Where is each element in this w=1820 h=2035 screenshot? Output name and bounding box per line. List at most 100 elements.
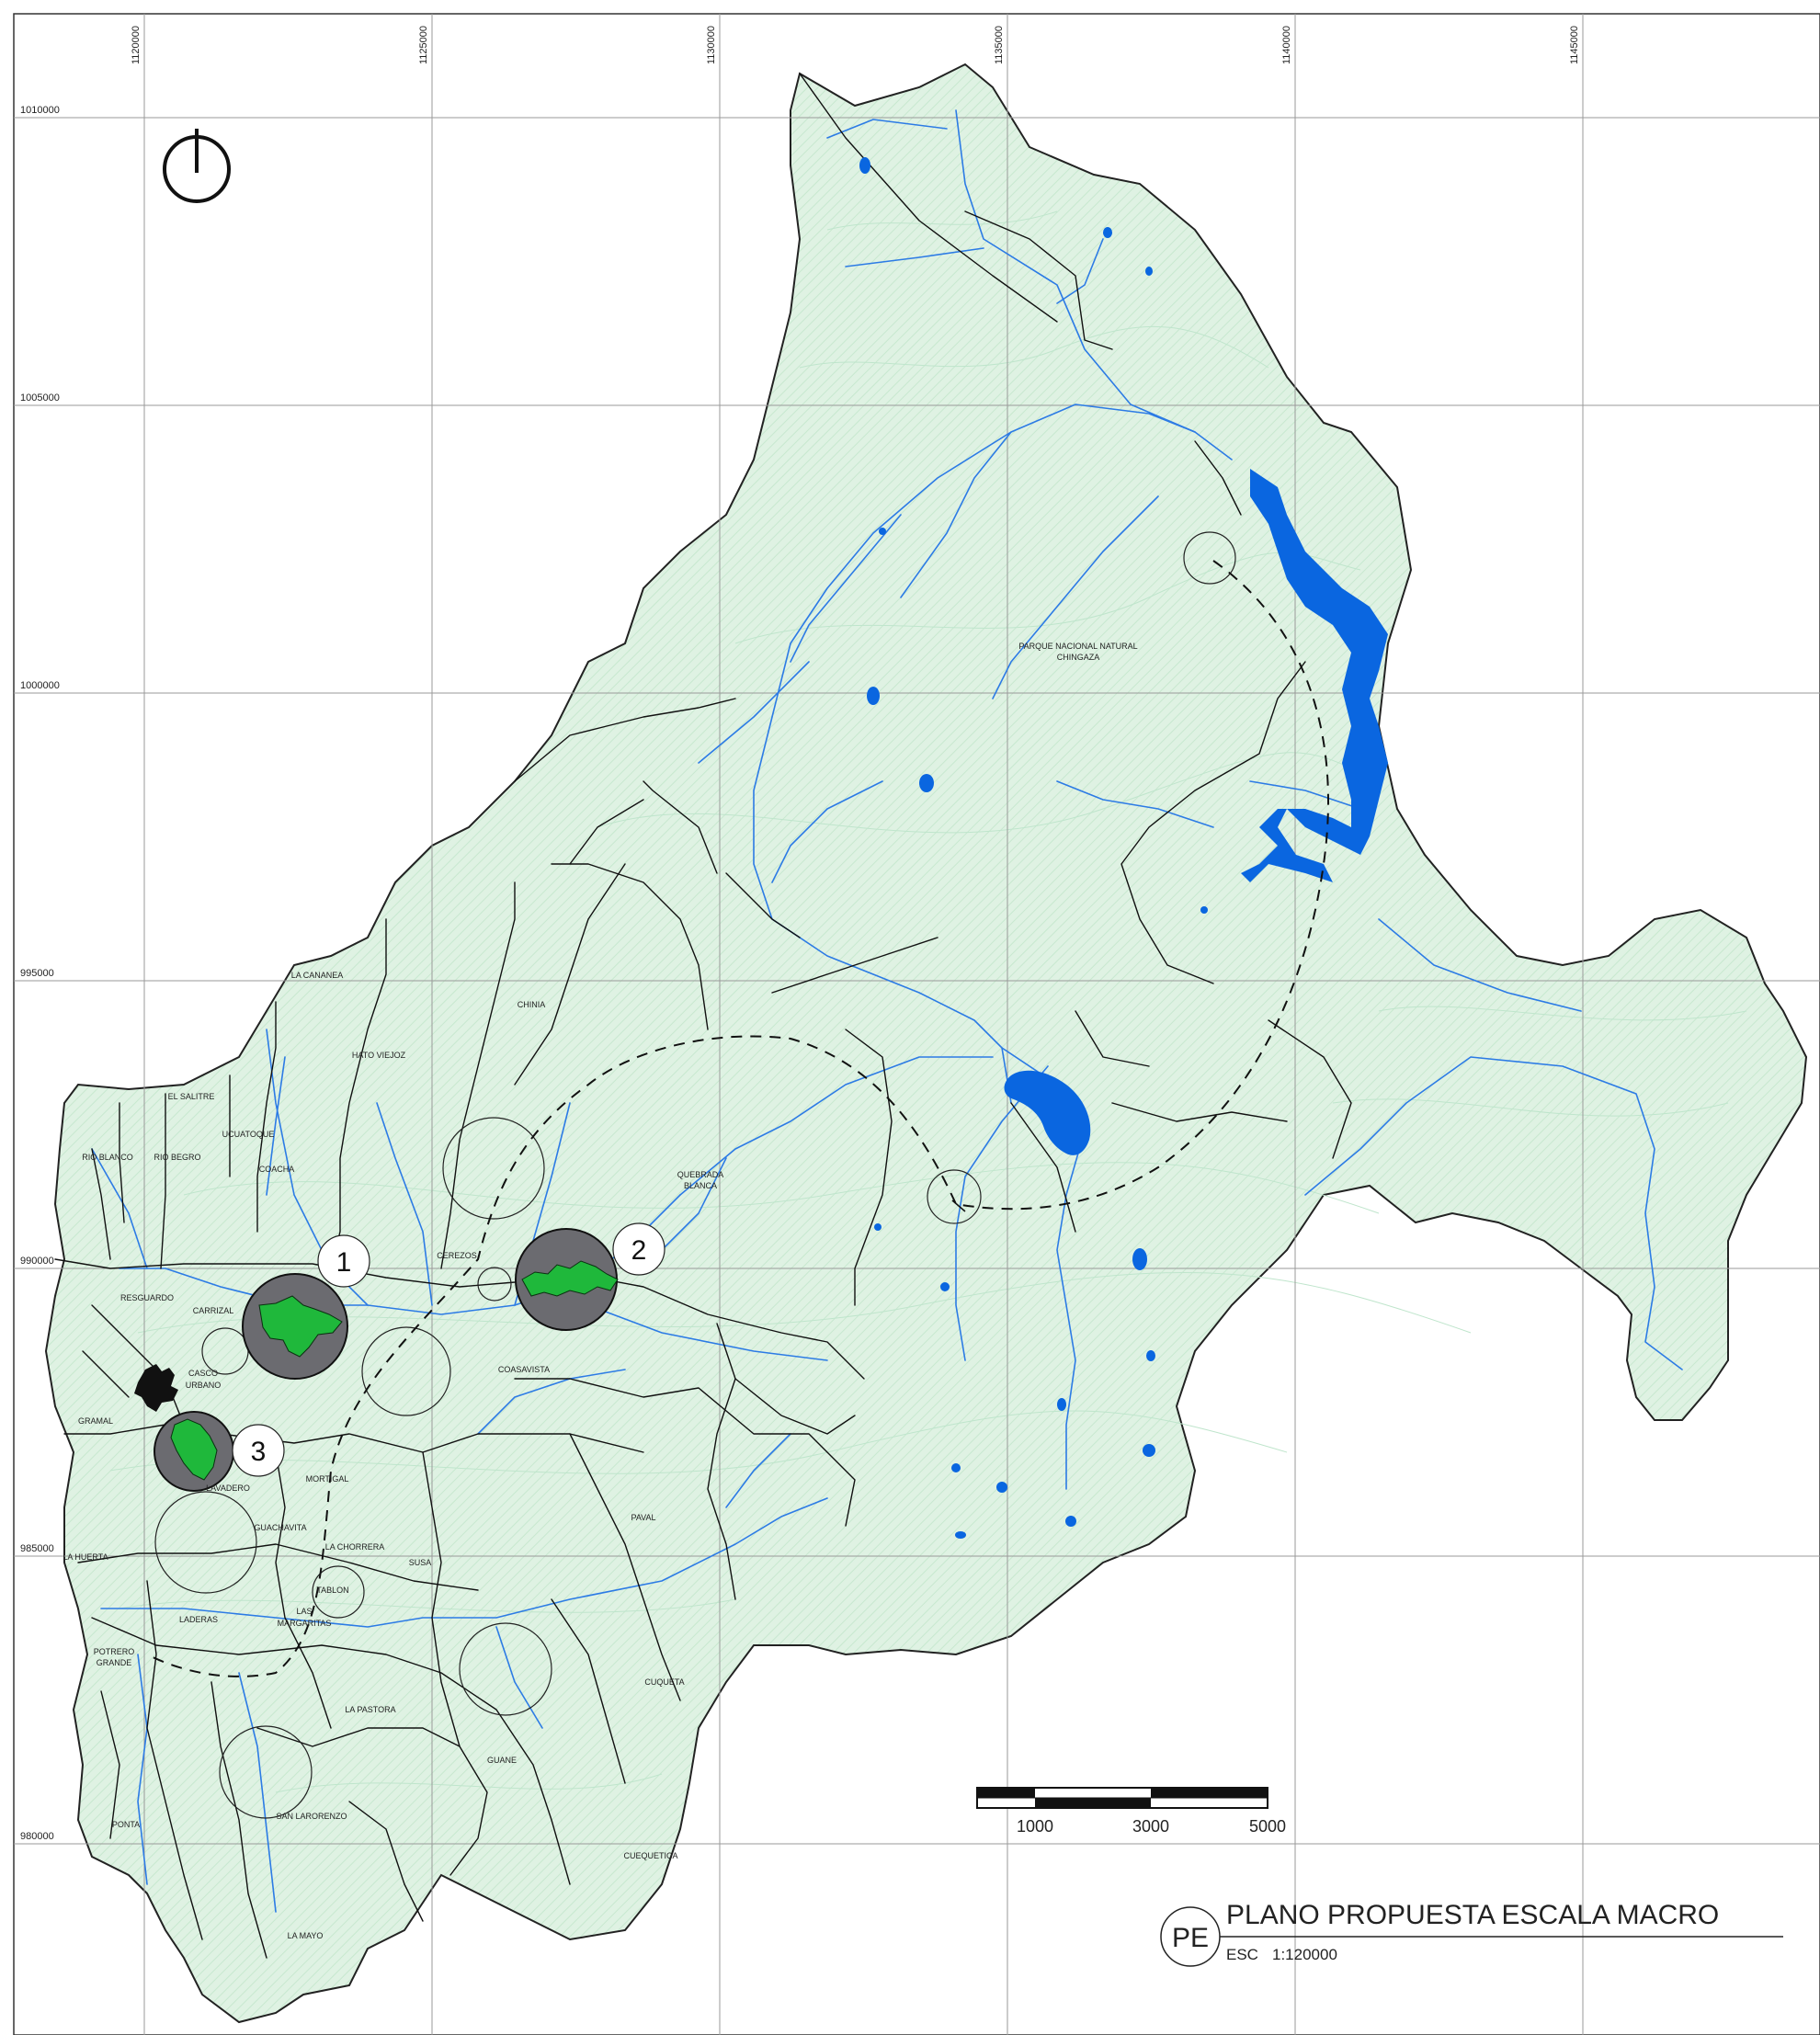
pond <box>879 528 886 535</box>
y-coord-1010000: 1010000 <box>20 105 60 116</box>
title-badge: PE <box>1172 1923 1209 1953</box>
place-parque: PARQUE NACIONAL NATURAL <box>1018 642 1137 651</box>
pond <box>859 157 870 174</box>
place-guachavita: GUACHAVITA <box>254 1523 306 1532</box>
pond <box>1146 1350 1155 1361</box>
place-grande: GRANDE <box>97 1658 132 1667</box>
place-coacha: COACHA <box>259 1165 295 1174</box>
y-coord-980000: 980000 <box>20 1831 54 1842</box>
casco-urbano-block <box>134 1364 178 1412</box>
place-las: LAS <box>296 1607 312 1616</box>
place-resguardo: RESGUARDO <box>120 1293 174 1302</box>
place-casco: CASCO <box>188 1369 218 1378</box>
pond <box>1065 1516 1076 1527</box>
pond <box>996 1482 1007 1493</box>
place-ucuatoque: UCUATOQUE <box>222 1130 275 1139</box>
dashed-leader <box>951 1199 966 1212</box>
site-3[interactable]: 3 <box>154 1411 285 1492</box>
scale-label-3000: 3000 <box>1132 1817 1169 1836</box>
pond <box>1143 1444 1155 1457</box>
coordinate-grid <box>14 14 1820 2035</box>
place-gramal: GRAMAL <box>78 1416 113 1426</box>
place-la-cananea: LA CANANEA <box>291 971 344 980</box>
place-cuqueta: CUQUETA <box>644 1677 684 1687</box>
place-la-mayo: LA MAYO <box>288 1931 324 1940</box>
site-3-label: 3 <box>251 1437 267 1467</box>
site-1[interactable]: 1 <box>242 1234 370 1380</box>
place-rio-begro: RIO BEGRO <box>154 1153 200 1162</box>
dashed-influence-ring <box>146 560 1329 1677</box>
x-coordinate-labels: 1120000 1125000 1130000 1135000 1140000 … <box>131 26 1580 64</box>
place-carrizal: CARRIZAL <box>193 1306 234 1315</box>
x-coord-1145000: 1145000 <box>1569 26 1580 64</box>
place-la-chorrera: LA CHORRERA <box>325 1542 385 1552</box>
reservoir-chuza <box>1241 469 1388 882</box>
pond <box>1145 267 1153 276</box>
place-coasavista: COASAVISTA <box>498 1365 550 1374</box>
pond <box>867 687 880 705</box>
place-ponta: PONTA <box>112 1820 140 1829</box>
scale-label-1000: 1000 <box>1017 1817 1053 1836</box>
scale-value: 1:120000 <box>1272 1946 1337 1963</box>
place-cuequetica: CUEQUETICA <box>623 1851 677 1860</box>
place-la-huerta: LA HUERTA <box>63 1552 108 1562</box>
place-el-salitre: EL SALITRE <box>168 1092 215 1101</box>
north-arrow-icon <box>163 129 231 203</box>
pond <box>1103 227 1112 238</box>
place-potrero: POTRERO <box>94 1647 135 1656</box>
contour-lines <box>109 210 1747 1793</box>
pond <box>955 1531 966 1539</box>
place-guane: GUANE <box>487 1756 517 1765</box>
scale-bar: 1000 3000 5000 <box>976 1787 1286 1836</box>
place-la-pastora: LA PASTORA <box>345 1705 395 1714</box>
x-coord-1120000: 1120000 <box>131 26 142 64</box>
place-chingaza: CHINGAZA <box>1057 653 1100 662</box>
x-coord-1130000: 1130000 <box>706 26 717 64</box>
y-coordinate-labels: 1010000 1005000 1000000 995000 990000 98… <box>20 105 60 1842</box>
site-1-label: 1 <box>336 1247 352 1278</box>
place-cerezos: CEREZOS <box>437 1251 477 1260</box>
rivers <box>91 109 1683 1913</box>
pond <box>874 1223 882 1231</box>
place-rio-blanco: RIO BLANCO <box>82 1153 133 1162</box>
site-2-label: 2 <box>631 1235 647 1266</box>
pond <box>1057 1398 1066 1411</box>
lagoon-chingaza <box>1004 1070 1091 1155</box>
roads-and-boundaries <box>54 73 1352 1959</box>
pond <box>940 1282 950 1291</box>
y-coord-1005000: 1005000 <box>20 392 60 404</box>
place-paval: PAVAL <box>631 1513 655 1522</box>
place-tablon: TABLON <box>316 1586 348 1595</box>
pond <box>951 1463 961 1472</box>
y-coord-985000: 985000 <box>20 1543 54 1554</box>
y-coord-1000000: 1000000 <box>20 680 60 691</box>
place-san-larorenzo: SAN LARORENZO <box>276 1812 347 1821</box>
title-text: PLANO PROPUESTA ESCALA MACRO <box>1226 1900 1719 1930</box>
place-susa: SUSA <box>409 1558 432 1567</box>
site-2[interactable]: 2 <box>515 1222 665 1331</box>
reference-circles <box>154 531 1236 1819</box>
pond <box>1132 1248 1147 1270</box>
pond <box>1200 906 1208 914</box>
y-coord-995000: 995000 <box>20 968 54 979</box>
place-blanca: BLANCA <box>684 1181 717 1190</box>
scale-label-5000: 5000 <box>1249 1817 1286 1836</box>
x-coord-1140000: 1140000 <box>1281 26 1292 64</box>
x-coord-1135000: 1135000 <box>994 26 1005 64</box>
scale-label: ESC <box>1226 1946 1258 1963</box>
title-block: PE PLANO PROPUESTA ESCALA MACRO ESC 1:12… <box>1160 1900 1783 1967</box>
y-coord-990000: 990000 <box>20 1256 54 1267</box>
place-quebrada: QUEBRADA <box>677 1170 724 1179</box>
place-names: PARQUE NACIONAL NATURAL CHINGAZA LA CANA… <box>63 642 1137 1940</box>
place-mortigal: MORTIGAL <box>306 1474 349 1484</box>
place-hato-viejo: HATO VIEJOZ <box>352 1051 406 1060</box>
place-urbano: URBANO <box>186 1381 222 1390</box>
place-margaritas: MARGARITAS <box>278 1619 332 1628</box>
place-lavadero: LAVADERO <box>206 1484 250 1493</box>
territory-boundary <box>44 63 1808 2024</box>
water-bodies <box>859 157 1388 1539</box>
x-coord-1125000: 1125000 <box>418 26 429 64</box>
place-laderas: LADERAS <box>179 1615 218 1624</box>
place-chinia: CHINIA <box>518 1000 546 1009</box>
